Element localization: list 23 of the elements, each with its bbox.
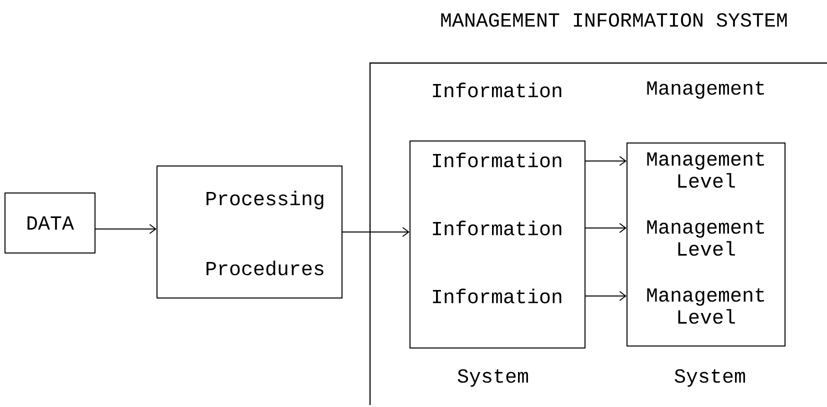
box-label: Information <box>432 288 562 304</box>
box-label: Management Level <box>647 152 764 188</box>
title: MANAGEMENT INFORMATION SYSTEM <box>441 13 787 27</box>
process-box <box>626 81 786 387</box>
process-box <box>4 192 96 254</box>
box-label: Management Level <box>647 288 764 324</box>
box-label: Processing <box>206 190 324 210</box>
box-label: Information <box>432 152 562 168</box>
box-label: Information <box>432 220 562 236</box>
process-box <box>156 166 342 298</box>
box-label: Procedures <box>206 260 324 276</box>
arrow <box>95 224 156 234</box>
box-label: DATA <box>28 216 74 230</box>
arrow <box>342 227 410 237</box>
column-footer: System <box>458 369 528 387</box>
column-heading: Management <box>647 81 764 99</box>
box-label: Management Level <box>647 220 764 256</box>
arrow <box>585 223 626 233</box>
column-heading: Information <box>432 82 562 98</box>
arrow <box>585 156 626 166</box>
arrow <box>585 291 626 301</box>
process-box <box>410 82 586 387</box>
column-footer: System <box>674 369 745 387</box>
